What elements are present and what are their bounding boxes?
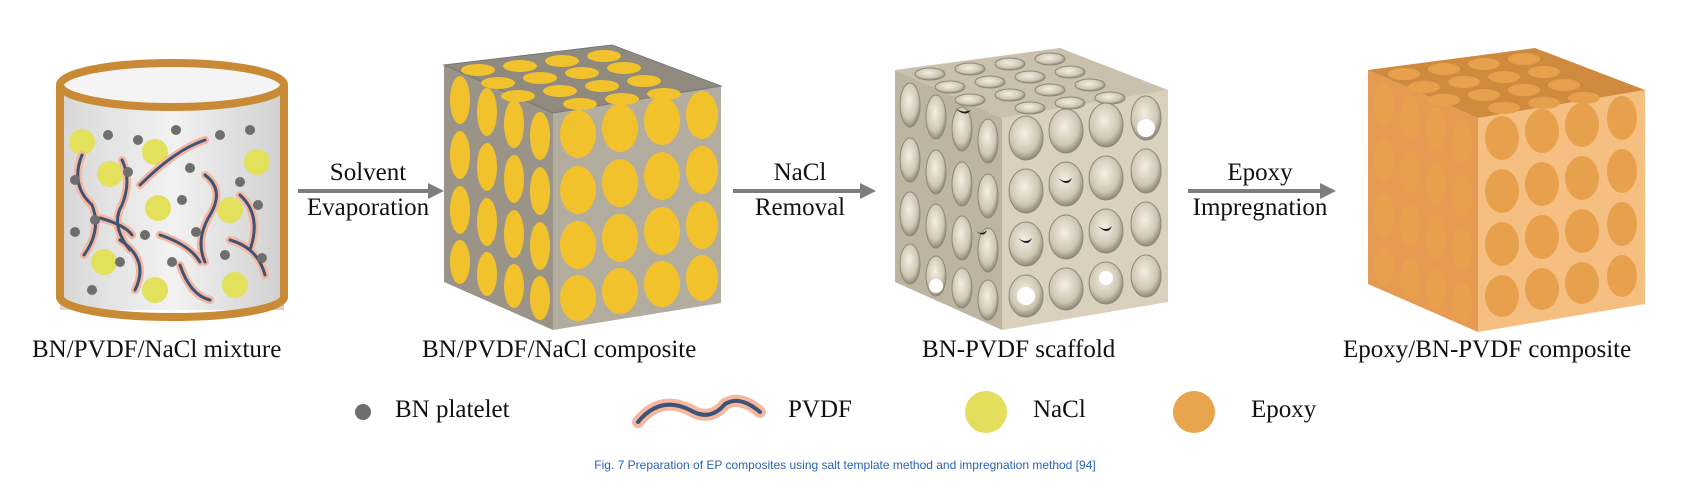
- legend-bn-icon: [355, 404, 371, 420]
- scaffold-cube: [895, 48, 1168, 330]
- legend-epoxy-icon: [1173, 391, 1215, 433]
- mixture-bn-platelets: [70, 125, 267, 295]
- step-label-line: Removal: [754, 194, 846, 221]
- mixture-container: [56, 59, 288, 321]
- arrow-solvent-evaporation: [298, 183, 444, 199]
- scaffold-pores: [899, 52, 1162, 321]
- legend-epoxy-label: Epoxy: [1251, 396, 1317, 423]
- step-label-line: Impregnation: [1192, 194, 1328, 221]
- mixture-nacl-particles: [69, 129, 270, 303]
- legend-pvdf-icon: [632, 394, 766, 428]
- step-label-line: NaCl: [773, 159, 827, 186]
- step-label-line: Evaporation: [306, 194, 430, 221]
- legend-nacl-label: NaCl: [1033, 396, 1086, 423]
- step-epoxy-impregnation: Epoxy Impregnation: [1180, 155, 1340, 225]
- stage-label-epoxy-composite: Epoxy/BN-PVDF composite: [1343, 336, 1632, 363]
- scaffold-through-holes: [929, 119, 1155, 305]
- legend-pvdf-label: PVDF: [788, 396, 852, 423]
- epoxy-filled-pores: [1374, 53, 1637, 322]
- composite-cube: [442, 44, 723, 330]
- arrow-epoxy-impregnation: [1188, 183, 1336, 199]
- step-solvent-evaporation: Solvent Evaporation: [288, 155, 448, 225]
- epoxy-composite-cube: [1368, 48, 1645, 332]
- stage-label-composite: BN/PVDF/NaCl composite: [422, 336, 697, 363]
- step-label-line: Solvent: [329, 159, 407, 186]
- composite-nacl-particles: [450, 50, 718, 321]
- arrow-nacl-removal: [733, 183, 876, 199]
- figure-caption: Fig. 7 Preparation of EP composites usin…: [594, 458, 1096, 472]
- legend-nacl-icon: [965, 391, 1007, 433]
- legend-bn-label: BN platelet: [395, 396, 510, 423]
- step-nacl-removal: NaCl Removal: [730, 155, 870, 225]
- step-label-line: Epoxy: [1227, 159, 1293, 186]
- scaffold-dark-openings: [955, 108, 1112, 243]
- stage-label-scaffold: BN-PVDF scaffold: [922, 336, 1116, 363]
- stage-label-mixture: BN/PVDF/NaCl mixture: [32, 336, 282, 363]
